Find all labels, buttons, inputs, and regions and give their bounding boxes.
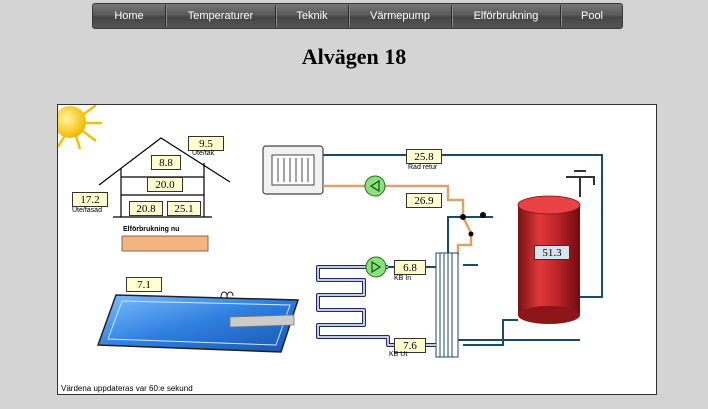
temp-supply: 26.9 bbox=[406, 193, 442, 208]
valve-dots bbox=[460, 212, 486, 237]
temp-room-right: 25.1 bbox=[167, 201, 201, 216]
pipe-supply-lower bbox=[456, 216, 473, 255]
temp-room-left: 20.8 bbox=[129, 201, 163, 216]
pool-icon bbox=[96, 291, 300, 353]
label-ute-fasad: Ute/fasad bbox=[72, 207, 102, 214]
nav-teknik[interactable]: Teknik bbox=[296, 10, 328, 22]
update-footnote: Värdena uppdateras var 60:e sekund bbox=[61, 384, 193, 393]
system-diagram bbox=[58, 105, 603, 358]
temp-kb-in: 6.8 bbox=[394, 260, 426, 275]
label-kb-ut: KB Ut bbox=[389, 351, 408, 358]
nav-separator bbox=[560, 5, 562, 27]
pipe-supply bbox=[323, 184, 465, 217]
sun-icon bbox=[58, 105, 102, 150]
nav-varmepump[interactable]: Värmepump bbox=[370, 10, 430, 22]
pump-lower-icon bbox=[365, 256, 387, 278]
page-title: Alvägen 18 bbox=[301, 44, 407, 69]
temp-ute-fasad: 17.2 bbox=[72, 192, 108, 207]
elforbrukning-bar bbox=[121, 235, 209, 252]
nav-elforbrukning[interactable]: Elförbrukning bbox=[473, 10, 539, 22]
nav-home[interactable]: Home bbox=[114, 10, 144, 22]
temp-floor-upper: 20.0 bbox=[147, 177, 183, 192]
label-rad-retur: Rad retur bbox=[408, 164, 438, 171]
label-ute-tak: Ute/tak bbox=[192, 150, 215, 157]
system-diagram-panel: 9.5 Ute/tak 8.8 20.0 17.2 Ute/fasad 20.8… bbox=[57, 104, 657, 395]
nav-separator bbox=[275, 5, 277, 27]
ground-loop bbox=[316, 265, 436, 347]
label-kb-in: KB In bbox=[394, 275, 412, 282]
temp-rad-retur: 25.8 bbox=[406, 149, 442, 164]
nav-separator bbox=[348, 5, 350, 27]
temp-ute-tak: 9.5 bbox=[188, 136, 224, 151]
nav-separator bbox=[451, 5, 453, 27]
heat-exchanger-icon bbox=[435, 252, 459, 358]
temp-tank: 51.3 bbox=[534, 245, 570, 260]
label-elforbrukning: Elförbrukning nu bbox=[123, 226, 180, 233]
nav-temperaturer[interactable]: Temperaturer bbox=[187, 10, 254, 22]
nav-separator bbox=[165, 5, 167, 27]
radiator-icon bbox=[262, 145, 324, 195]
main-nav: Home Temperaturer Teknik Värmepump Elför… bbox=[92, 3, 623, 29]
temp-pool: 7.1 bbox=[126, 277, 162, 292]
pump-upper-icon bbox=[364, 175, 386, 197]
temp-kb-ut: 7.6 bbox=[394, 338, 426, 353]
temp-attic: 8.8 bbox=[151, 155, 181, 170]
water-tank-icon bbox=[517, 170, 595, 324]
nav-pool[interactable]: Pool bbox=[580, 10, 604, 22]
